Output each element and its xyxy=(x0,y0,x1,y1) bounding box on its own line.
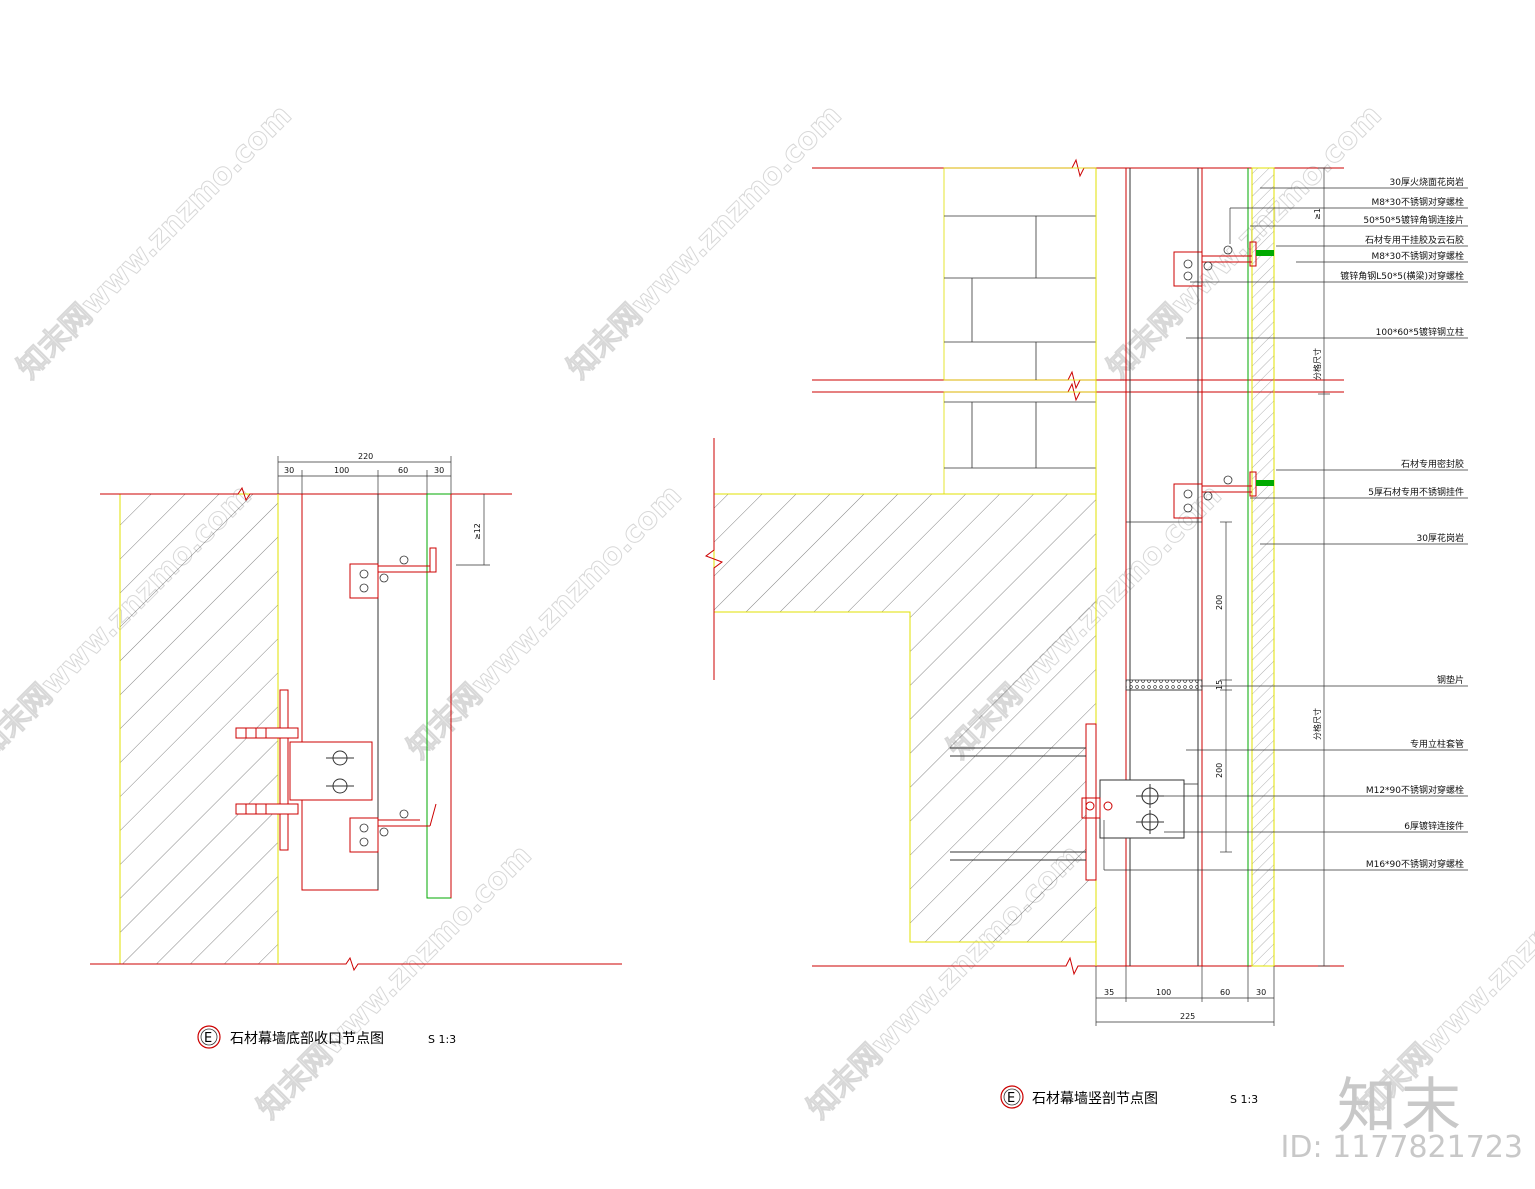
dim-total: 220 xyxy=(358,452,373,461)
callout: 30厚花岗岩 xyxy=(1417,532,1464,544)
callout: 50*50*5镀锌角钢连接片 xyxy=(1363,214,1464,226)
anchor-plate xyxy=(279,689,289,851)
upper-bracket xyxy=(349,547,437,599)
watermark-brand: 知末 xyxy=(1337,1072,1465,1142)
break-line-left xyxy=(704,438,724,680)
right-title: 石材幕墙竖剖节点图 xyxy=(1032,1091,1158,1107)
dim-seg: 60 xyxy=(398,466,408,475)
callout: M12*90不锈钢对穿螺栓 xyxy=(1366,784,1464,796)
concrete-beam xyxy=(713,493,1097,943)
dim-vertical: 分格尺寸 xyxy=(1312,348,1322,380)
watermark-text: 知末网www.znzmo.com xyxy=(401,478,689,766)
dimension-top xyxy=(277,456,452,494)
callout: 钢垫片 xyxy=(1437,674,1464,686)
dim-vertical: ≥1 xyxy=(1313,208,1322,220)
watermark-text: 知末网www.znzmo.com xyxy=(11,98,299,386)
dim-seg: 100 xyxy=(1156,988,1171,997)
bolt-head xyxy=(1136,784,1164,834)
callout: 100*60*5镀锌钢立柱 xyxy=(1376,326,1464,338)
left-detail: 220 30 100 60 30 ≥12 E 石材幕墙底部收口节点图 S 1:3 xyxy=(90,452,622,1049)
callout-labels: 30厚火烧面花岗岩 M8*30不锈钢对穿螺栓 50*50*5镀锌角钢连接片 石材… xyxy=(1340,176,1464,870)
callout: M8*30不锈钢对穿螺栓 xyxy=(1372,250,1464,262)
right-detail: ≥1 分格尺寸 分格尺寸 200 15 200 35 100 60 30 225 xyxy=(704,158,1468,1109)
leader-lines xyxy=(1103,187,1468,871)
sealant-strip xyxy=(1125,679,1203,691)
column-sleeve xyxy=(1129,689,1199,785)
callout: 30厚火烧面花岗岩 xyxy=(1390,176,1464,188)
callout: M8*30不锈钢对穿螺栓 xyxy=(1372,196,1464,208)
callout: 专用立柱套管 xyxy=(1410,738,1464,750)
callout: 石材专用密封胶 xyxy=(1401,458,1464,470)
break-line-top xyxy=(100,486,512,502)
watermark-text: 知末网www.znzmo.com xyxy=(561,98,849,386)
watermark-text: 知末网www.znzmo.com xyxy=(251,838,539,1126)
callout: M16*90不锈钢对穿螺栓 xyxy=(1366,858,1464,870)
bracket-bolts xyxy=(359,555,409,593)
right-scale: S 1:3 xyxy=(1230,1093,1258,1106)
callout: 6厚镀锌连接件 xyxy=(1404,820,1464,832)
middle-bracket xyxy=(1173,471,1257,519)
detail-marker xyxy=(197,1025,221,1049)
detail-marker-letter: E xyxy=(1007,1091,1015,1106)
break-line-bottom xyxy=(90,956,622,972)
bolt-head xyxy=(326,750,354,794)
stone-panel xyxy=(1251,167,1275,967)
watermark-text: 知末网www.znzmo.com xyxy=(1101,98,1389,386)
detail-marker xyxy=(1000,1085,1024,1109)
dimension-right xyxy=(1220,167,1330,967)
callout: 石材专用干挂胶及云石胶 xyxy=(1365,234,1464,246)
watermark-id: ID: 1177821723 xyxy=(1280,1130,1523,1165)
dim-vertical: 分格尺寸 xyxy=(1312,708,1322,740)
callout: 镀锌角钢L50*5(横梁)对穿螺栓 xyxy=(1340,270,1464,282)
dim-seg: 35 xyxy=(1104,988,1114,997)
anchor-bolt xyxy=(235,727,299,815)
anchor-bars xyxy=(950,747,1086,861)
connection-plate xyxy=(289,741,373,801)
left-scale: S 1:3 xyxy=(428,1033,456,1046)
dim-15: 15 xyxy=(1215,680,1224,690)
lower-bracket xyxy=(349,803,437,853)
dim-seg: 100 xyxy=(334,466,349,475)
dim-seg: 30 xyxy=(284,466,294,475)
connection-plate xyxy=(1099,779,1185,839)
dimension-bottom xyxy=(1095,966,1275,1026)
dim-200: 200 xyxy=(1215,595,1224,610)
dim-seg: 60 xyxy=(1220,988,1230,997)
callout: 5厚石材专用不锈钢挂件 xyxy=(1368,486,1464,498)
dim-seg: 30 xyxy=(434,466,444,475)
left-title: 石材幕墙底部收口节点图 xyxy=(230,1031,384,1047)
break-line-bottom xyxy=(812,956,1344,976)
detail-marker-letter: E xyxy=(204,1031,212,1046)
dim-total: 225 xyxy=(1180,1012,1195,1021)
dim-seg: 30 xyxy=(1256,988,1266,997)
brick-wall xyxy=(943,167,1097,495)
dim-vertical: ≥12 xyxy=(473,523,482,540)
dim-200: 200 xyxy=(1215,763,1224,778)
